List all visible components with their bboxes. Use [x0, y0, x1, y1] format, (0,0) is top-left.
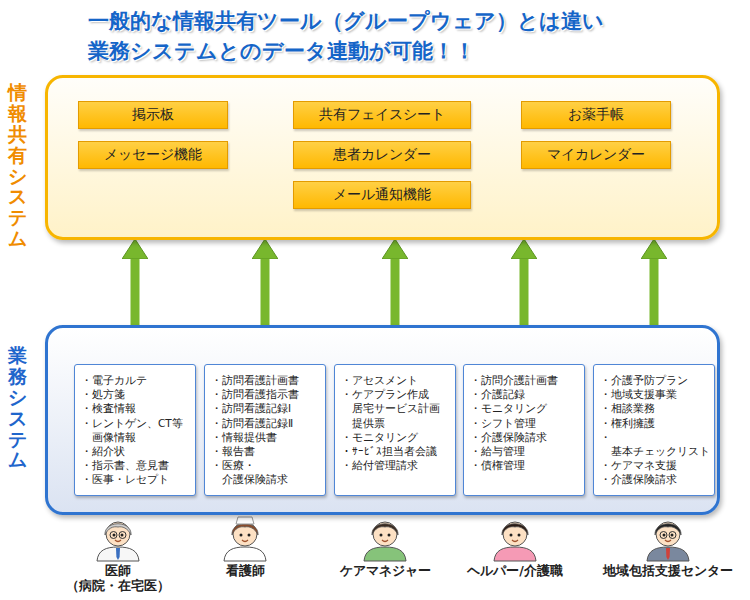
- figure-body: [97, 547, 139, 561]
- nurse-cap: [236, 517, 254, 524]
- task-list-box: ・アセスメント・ケアプラン作成 居宅サービス計画 提供票・モニタリング・ｻｰﾋﾞ…: [334, 364, 456, 496]
- feature-label: メール通知機能: [333, 186, 431, 204]
- figure-glasses: [669, 532, 676, 539]
- task-item: ・基本チェックリスト: [600, 430, 709, 458]
- task-item: ・介護予防プラン: [600, 373, 709, 387]
- person-figure: [494, 522, 536, 561]
- figure-mouth: [382, 540, 388, 542]
- figure-hair: [105, 524, 131, 535]
- feature-box: 共有フェイスシート: [293, 101, 471, 129]
- task-list-box: ・訪問看護計画書・訪問看護指示書・訪問看護記録Ⅰ・訪問看護記録Ⅱ・情報提供書・報…: [204, 364, 326, 496]
- figure-tie: [116, 548, 120, 560]
- figure-eye: [113, 534, 116, 537]
- figure-hair: [232, 524, 258, 535]
- figure-hair: [502, 524, 528, 535]
- task-item: ・訪問看護計画書: [211, 373, 320, 387]
- figure-eye: [380, 534, 383, 537]
- band-heading: 情報共有システム: [8, 82, 27, 249]
- feature-label: お薬手帳: [568, 106, 624, 124]
- task-item: ・ｻｰﾋﾞｽ担当者会議: [341, 444, 450, 458]
- figure-mouth: [665, 540, 671, 542]
- figure-mouth: [242, 540, 248, 542]
- figure-eye: [671, 534, 674, 537]
- figure-glasses: [110, 532, 117, 539]
- task-item: ・紹介状: [81, 444, 190, 458]
- task-item: ・医療・介護保険請求: [211, 458, 320, 486]
- person-figure: [364, 522, 406, 561]
- task-item: ・訪問看護記録Ⅰ: [211, 401, 320, 415]
- task-item: ・ケアプラン作成 居宅サービス計画 提供票: [341, 387, 450, 430]
- task-item: ・介護保険請求: [600, 472, 709, 486]
- feature-box: お薬手帳: [521, 101, 671, 129]
- feature-label: メッセージ機能: [104, 146, 202, 164]
- figure-label: ヘルパー/介護職: [445, 563, 585, 578]
- feature-box: メッセージ機能: [78, 141, 228, 169]
- feature-box: マイカレンダー: [521, 141, 671, 169]
- figure-mouth: [512, 540, 518, 542]
- figure-label: 地域包括支援センター: [593, 563, 743, 578]
- band-heading: 業務システム: [8, 345, 27, 470]
- figure-mouth: [115, 540, 121, 542]
- task-item: ・給付管理請求: [341, 458, 450, 472]
- task-item: ・相談業務: [600, 401, 709, 415]
- task-item: ・指示書、意見書: [81, 458, 190, 472]
- figure-eye: [388, 534, 391, 537]
- figure-hair: [372, 524, 398, 535]
- task-item: ・ケアマネ支援: [600, 458, 709, 472]
- figure-tie: [666, 548, 670, 560]
- task-item: ・訪問看護指示書: [211, 387, 320, 401]
- task-item: ・介護記録: [470, 387, 579, 401]
- figure-eye: [240, 534, 243, 537]
- figure-body: [224, 547, 266, 561]
- task-item: ・レントゲン、CT等 画像情報: [81, 416, 190, 444]
- feature-label: 共有フェイスシート: [319, 106, 445, 124]
- feature-label: 掲示板: [132, 106, 174, 124]
- task-item: ・電子カルテ: [81, 373, 190, 387]
- figure-label: 看護師: [175, 563, 315, 578]
- task-item: ・介護保険請求: [470, 430, 579, 444]
- feature-box: メール通知機能: [293, 181, 471, 209]
- task-item: ・モニタリング: [341, 430, 450, 444]
- task-item: ・権利擁護: [600, 416, 709, 430]
- task-item: ・債権管理: [470, 458, 579, 472]
- task-item: ・処方箋: [81, 387, 190, 401]
- task-item: ・訪問看護記録Ⅱ: [211, 416, 320, 430]
- system-band: 情報共有システム掲示板共有フェイスシートお薬手帳メッセージ機能患者カレンダーマイ…: [45, 75, 720, 240]
- figure-eye: [510, 534, 513, 537]
- person-figure: [97, 522, 139, 561]
- task-item: ・給与管理: [470, 444, 579, 458]
- figure-body: [364, 547, 406, 561]
- system-band: 業務システム・電子カルテ・処方箋・検査情報・レントゲン、CT等 画像情報・紹介状…: [45, 325, 720, 515]
- task-list-box: ・訪問介護計画書・介護記録・モニタリング・シフト管理・介護保険請求・給与管理・債…: [463, 364, 585, 496]
- feature-label: マイカレンダー: [547, 146, 645, 164]
- task-item: ・情報提供書: [211, 430, 320, 444]
- figure-eye: [663, 534, 666, 537]
- figure-body: [494, 547, 536, 561]
- figure-eye: [121, 534, 124, 537]
- figure-label: 医師 （病院・在宅医）: [63, 563, 173, 593]
- task-item: ・医事・レセプト: [81, 472, 190, 486]
- task-item: ・地域支援事業: [600, 387, 709, 401]
- feature-box: 患者カレンダー: [293, 141, 471, 169]
- person-figure: [647, 522, 689, 561]
- figure-glasses: [119, 532, 126, 539]
- figure-glasses: [660, 532, 667, 539]
- figure-eye: [518, 534, 521, 537]
- task-list-box: ・介護予防プラン・地域支援事業・相談業務・権利擁護・基本チェックリスト・ケアマネ…: [593, 364, 715, 496]
- task-item: ・モニタリング: [470, 401, 579, 415]
- task-item: ・訪問介護計画書: [470, 373, 579, 387]
- task-item: ・アセスメント: [341, 373, 450, 387]
- person-figure: [224, 517, 266, 561]
- task-item: ・検査情報: [81, 401, 190, 415]
- task-list-box: ・電子カルテ・処方箋・検査情報・レントゲン、CT等 画像情報・紹介状・指示書、意…: [74, 364, 196, 496]
- figure-eye: [248, 534, 251, 537]
- feature-box: 掲示板: [78, 101, 228, 129]
- feature-label: 患者カレンダー: [333, 146, 431, 164]
- page-title: 一般的な情報共有ツール（グループウェア）とは違い 業務システムとのデータ連動が可…: [88, 6, 688, 67]
- task-item: ・シフト管理: [470, 416, 579, 430]
- task-item: ・報告書: [211, 444, 320, 458]
- figure-hair: [655, 524, 681, 535]
- figure-body: [647, 547, 689, 561]
- figure-label: ケアマネジャー: [315, 563, 455, 578]
